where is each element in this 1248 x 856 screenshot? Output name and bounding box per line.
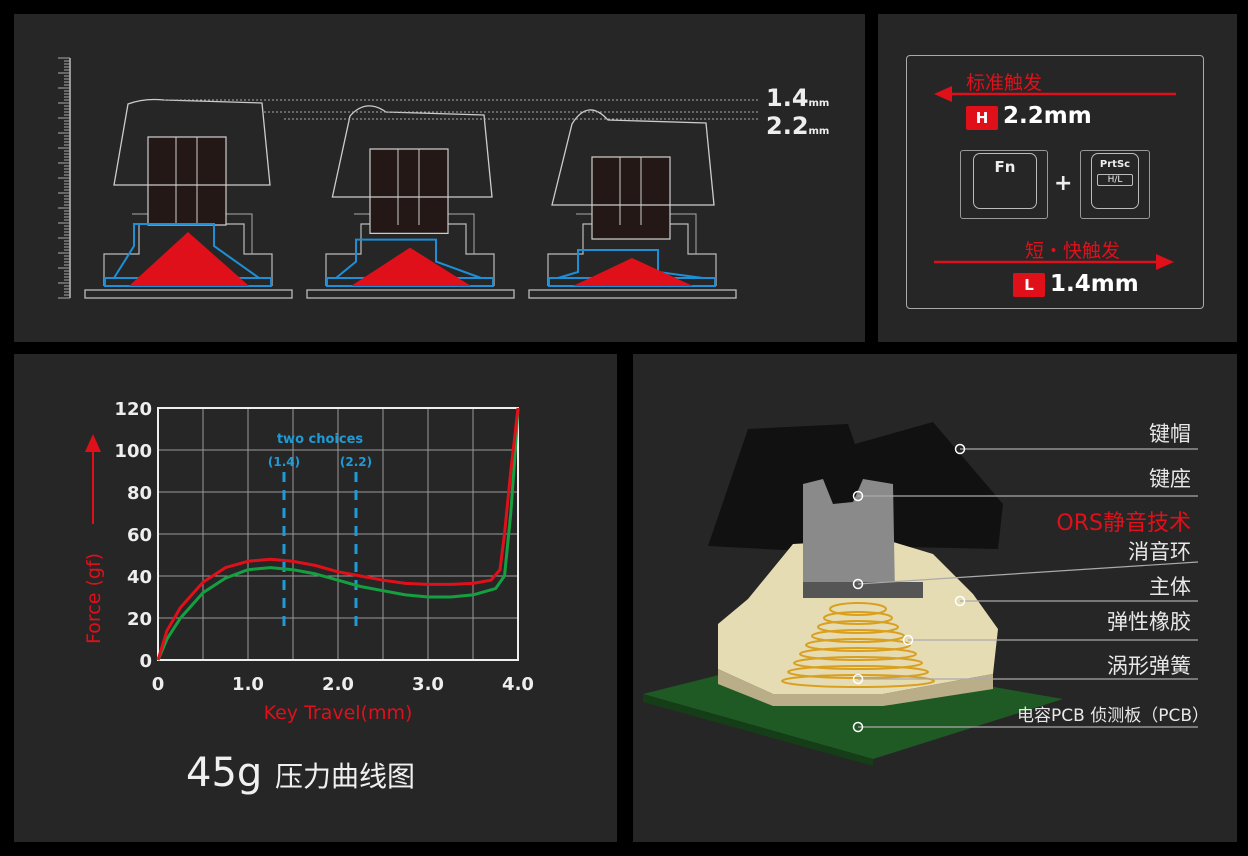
plus-sign: +	[1054, 171, 1073, 196]
y-tick-label: 80	[127, 483, 152, 504]
keycap-outline	[331, 105, 493, 198]
l-badge: L	[1013, 273, 1045, 297]
marker-label: (2.2)	[340, 455, 372, 469]
stem-shape	[803, 479, 895, 594]
y-tick-label: 40	[127, 567, 152, 588]
measure-value: 2.2	[766, 112, 809, 140]
part-label-7: 电容PCB 侦测板（PCB）	[1017, 706, 1209, 726]
stem	[147, 136, 227, 226]
measure-1-4: 1.4mm	[766, 84, 829, 112]
switch-2	[306, 105, 515, 299]
measure-value: 1.4	[766, 84, 809, 112]
x-tick-label: 0	[152, 674, 165, 695]
y-axis-label: Force (gf)	[83, 553, 105, 644]
spring	[351, 247, 471, 286]
leader-dot	[852, 721, 864, 733]
weight-value: 45g	[186, 750, 263, 796]
leader-dot	[852, 490, 864, 502]
annotation-two-choices: two choices	[277, 432, 364, 447]
spring	[129, 232, 249, 286]
h-badge: H	[966, 106, 998, 130]
switch-travel-illustration	[58, 57, 759, 299]
part-label-4: 主体	[1149, 575, 1191, 599]
standard-trigger-label: 标准触发	[966, 72, 1043, 94]
silencer-ring	[803, 582, 923, 598]
measure-unit: mm	[808, 98, 830, 109]
leader-dot	[902, 634, 914, 646]
keycap-outline	[551, 109, 715, 206]
fn-key: Fn	[960, 150, 1048, 219]
trigger-frame	[906, 55, 1204, 309]
caption-text: 压力曲线图	[275, 760, 416, 793]
prtsc-key: PrtSc H/L	[1080, 150, 1150, 219]
measure-2-2: 2.2mm	[766, 112, 829, 140]
fast-trigger-label: 短・快触发	[1025, 240, 1121, 262]
structure-panel: 键帽键座 ORS静音技术消音环主体弹性橡胶涡形弹簧电容PCB 侦测板（PCB）	[633, 354, 1237, 842]
x-tick-label: 1.0	[232, 674, 264, 695]
rubber-dome	[557, 249, 704, 279]
fn-keycap: Fn	[973, 153, 1037, 209]
y-tick-label: 120	[114, 399, 152, 420]
x-tick-label: 4.0	[502, 674, 534, 695]
y-tick-label: 0	[139, 651, 152, 672]
travel-panel: 1.4mm 2.2mm	[14, 14, 865, 342]
plot-frame	[157, 407, 519, 661]
h-value: 2.2mm	[1003, 103, 1092, 129]
part-label-0: 键帽	[1149, 422, 1191, 446]
measure-unit: mm	[808, 126, 830, 137]
stem	[369, 148, 449, 234]
stem	[591, 156, 671, 240]
leader-line	[857, 561, 1199, 585]
part-label-1: 键座	[1149, 467, 1191, 491]
housing-shape	[718, 539, 998, 694]
part-label-5: 弹性橡胶	[1107, 610, 1191, 634]
series-red-line	[156, 407, 520, 661]
leader-dot	[954, 443, 966, 455]
x-tick-label: 3.0	[412, 674, 444, 695]
y-tick-label: 100	[114, 441, 152, 462]
switch-1	[84, 98, 293, 299]
leader-dot	[852, 673, 864, 685]
part-label-2: ORS静音技术	[1056, 511, 1191, 536]
base-plate	[306, 289, 515, 299]
y-tick-label: 20	[127, 609, 152, 630]
x-axis-label: Key Travel(mm)	[264, 702, 413, 724]
chart-caption: 45g 压力曲线图	[186, 750, 415, 796]
switch-structure-illustration	[643, 422, 1199, 766]
base-plate	[528, 289, 737, 299]
y-tick-label: 60	[127, 525, 152, 546]
x-tick-label: 2.0	[322, 674, 354, 695]
trigger-panel: 标准触发 H 2.2mm Fn + PrtSc H/L 短・快触发 L 1.4m…	[878, 14, 1237, 342]
ruler	[58, 57, 71, 299]
arrow-up-icon	[85, 434, 101, 452]
rubber-dome	[335, 238, 482, 279]
rubber-dome	[113, 223, 260, 279]
leader-dot	[954, 595, 966, 607]
l-value: 1.4mm	[1050, 271, 1139, 297]
series-green-line	[156, 407, 520, 661]
part-label-6: 涡形弹簧	[1107, 654, 1191, 678]
keycap-shape	[708, 422, 1003, 550]
spring	[573, 258, 693, 286]
hl-label: H/L	[1097, 174, 1133, 186]
arrow-right-icon	[1156, 254, 1174, 270]
arrow-left-icon	[934, 86, 952, 102]
base-plate	[84, 289, 293, 299]
prtsc-label: PrtSc	[1099, 159, 1131, 170]
prtsc-keycap: PrtSc H/L	[1091, 153, 1139, 209]
leader-dot	[852, 578, 864, 590]
part-label-3: 消音环	[1128, 540, 1191, 564]
marker-label: (1.4)	[268, 455, 300, 469]
keycap-outline	[113, 98, 271, 186]
switch-3	[528, 109, 737, 299]
arrows	[934, 86, 1176, 270]
